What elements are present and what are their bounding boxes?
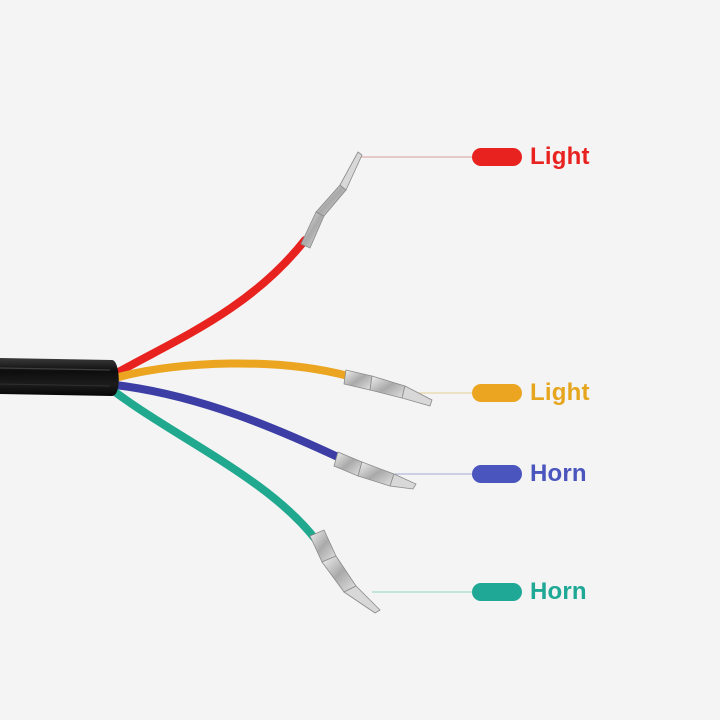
wire-yellow bbox=[111, 359, 352, 382]
label-row-blue: Horn bbox=[472, 462, 587, 486]
label-row-red: Light bbox=[472, 145, 590, 169]
terminal-yellow bbox=[343, 369, 433, 407]
red-wire-label: Light bbox=[530, 143, 590, 170]
yellow-wire-color-swatch bbox=[472, 384, 522, 402]
wire-red bbox=[111, 236, 309, 378]
label-row-green: Horn bbox=[472, 580, 587, 604]
green-wire-label: Horn bbox=[530, 578, 587, 605]
terminal-green bbox=[309, 529, 381, 614]
blue-wire-color-swatch bbox=[472, 465, 522, 483]
cable-jacket bbox=[0, 358, 119, 396]
terminal-blue bbox=[333, 451, 417, 490]
wire-blue bbox=[111, 381, 344, 462]
red-wire-color-swatch bbox=[472, 148, 522, 166]
terminal-red bbox=[300, 151, 363, 249]
yellow-wire-label: Light bbox=[530, 379, 590, 406]
wire-green bbox=[111, 388, 320, 544]
blue-wire-label: Horn bbox=[530, 460, 587, 487]
label-row-yellow: Light bbox=[472, 381, 590, 405]
green-wire-color-swatch bbox=[472, 583, 522, 601]
